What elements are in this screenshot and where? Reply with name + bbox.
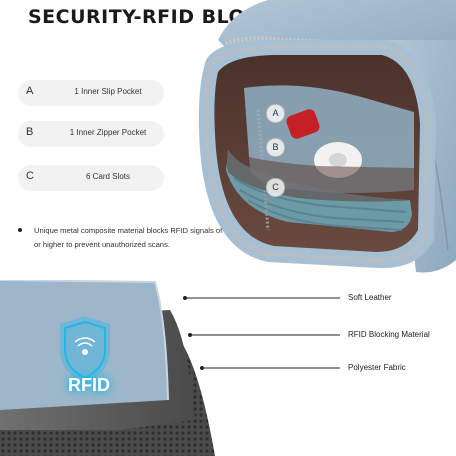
rfid-description: Unique metal composite material blocks R…	[34, 226, 262, 249]
feature-label: 6 Card Slots	[85, 172, 131, 181]
layers-illustration	[0, 280, 340, 456]
callout-b: B	[266, 138, 285, 157]
feature-label: 1 Inner Zipper Pocket	[69, 128, 147, 137]
callout-c: C	[266, 178, 285, 197]
feature-letter: C	[26, 170, 34, 182]
feature-label: 1 Inner Slip Pocket	[74, 87, 142, 96]
lipstick	[286, 109, 320, 139]
layer-label-rfid: RFID Blocking Material	[348, 330, 430, 339]
bullet-dot	[18, 228, 22, 232]
leather-layer	[0, 280, 168, 410]
feature-pill-a: A 1 Inner Slip Pocket	[18, 80, 164, 106]
callout-a: A	[266, 104, 285, 123]
feature-pill-b: B 1 Inner Zipper Pocket	[18, 121, 164, 147]
feature-pill-c: C 6 Card Slots	[18, 165, 164, 191]
feature-letter: B	[26, 126, 34, 138]
feature-letter: A	[26, 85, 34, 97]
wallet-zipper	[204, 45, 431, 263]
layer-label-polyester: Polyester Fabric	[348, 363, 406, 372]
layer-label-leather: Soft Leather	[348, 293, 392, 302]
wallet-illustration	[198, 0, 456, 273]
rfid-badge: RFID	[68, 375, 110, 395]
top-zipper	[225, 36, 456, 51]
